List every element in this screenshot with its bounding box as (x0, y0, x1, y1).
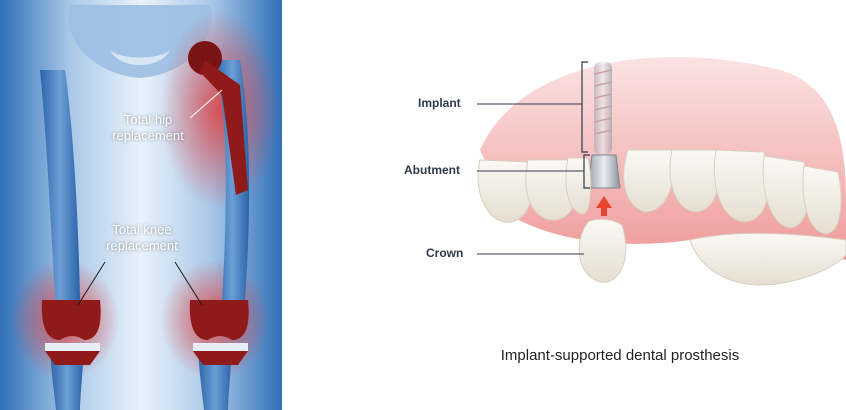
abutment-post (588, 155, 620, 188)
dental-caption: Implant-supported dental prosthesis (455, 347, 785, 364)
implant-screw (594, 62, 612, 154)
xray-illustration: Total hip replacement Total knee replace… (0, 0, 282, 410)
right-knee-femoral-component (190, 300, 249, 340)
xray-image (0, 0, 282, 410)
crown-tooth (579, 219, 626, 282)
tooth-left-1 (478, 160, 533, 222)
knee-label: Total knee replacement (92, 222, 192, 254)
hip-label-line1: Total hip (98, 112, 198, 128)
left-knee-femoral-component (42, 300, 101, 340)
abutment-label: Abutment (404, 163, 460, 177)
lower-teeth (690, 233, 846, 285)
implant-label: Implant (418, 96, 461, 110)
left-knee-insert (45, 343, 100, 351)
hip-label-line2: replacement (98, 128, 198, 144)
crown-label: Crown (426, 246, 463, 260)
hip-glow (160, 10, 280, 210)
knee-label-line1: Total knee (92, 222, 192, 238)
hip-label: Total hip replacement (98, 112, 198, 144)
right-knee-insert (193, 343, 248, 351)
knee-label-line2: replacement (92, 238, 192, 254)
